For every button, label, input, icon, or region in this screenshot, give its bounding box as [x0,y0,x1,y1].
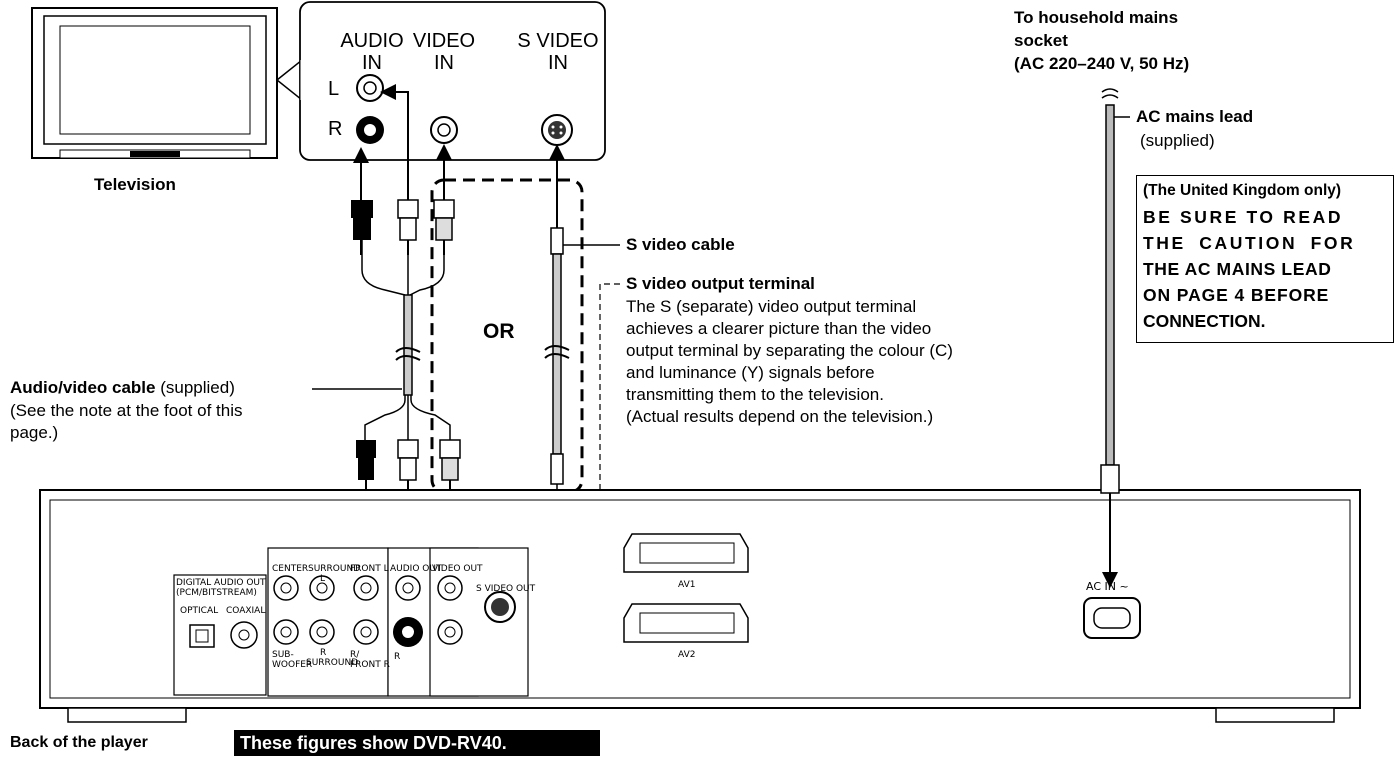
av-cable [361,240,451,440]
scart-av2 [623,603,749,643]
audio-out-label: AUDIO OUT [390,564,442,574]
television-label: Television [94,175,176,194]
caution-line: ON PAGE 4 BEFORE [1143,285,1330,305]
surround-r-letter: R [320,648,327,658]
svideo-cable-label: S video cable [626,235,735,254]
mains-socket-label: To household mains socket (AC 220–240 V,… [1014,8,1190,73]
center-label: CENTER [272,564,309,574]
ac-lead-note: (supplied) [1140,131,1215,150]
front-r-label: R/ FRONT R [350,650,390,670]
s-video-out-label: S VIDEO OUT [476,584,536,594]
tv-right-label: R [328,118,343,140]
model-banner: These figures show DVD-RV40. [234,730,600,756]
tv-left-label: L [328,78,340,100]
audio-r-label: R [394,652,401,662]
or-label: OR [483,320,515,343]
caution-line: THE CAUTION FOR [1143,233,1356,253]
player-back-panel [39,489,1361,723]
lower-plugs [356,439,461,481]
caution-line: BE SURE TO READ [1143,207,1344,227]
television-illustration [31,7,303,159]
upper-plugs [351,199,564,255]
av-cable-label: Audio/video cable (supplied) [10,378,235,397]
av2-label: AV2 [678,650,696,660]
surround-l-letter: L [320,574,326,584]
caution-line: CONNECTION. [1143,311,1266,331]
av-cable-note: (See the note at the foot of this page.) [10,401,243,442]
svideo-terminal-description: The S (separate) video output terminal a… [626,297,953,426]
ac-lead-label: AC mains lead [1136,107,1254,126]
subwoofer-label: SUB- WOOFER [272,650,313,670]
ac-in-label: AC IN ~ [1086,580,1129,593]
scart-av1 [623,533,749,573]
player-back-label: Back of the player [10,734,148,751]
caution-line: (The United Kingdom only) [1143,182,1342,199]
ac-mains-lead [1100,88,1130,588]
video-out-label: VIDEO OUT [432,564,483,574]
surround-l-label: SURROUND [308,564,361,574]
caution-box: (The United Kingdom only) BE SURE TO REA… [1136,175,1394,343]
caution-line: THE AC MAINS LEAD [1143,259,1332,279]
surround-r-label: SURROUND [306,658,359,668]
optical-label: OPTICAL [180,606,219,616]
svideo-terminal-title: S video output terminal [626,274,815,293]
tv-jack-panel [299,1,606,161]
front-l-label: FRONT L [350,564,389,574]
coaxial-label: COAXIAL [226,606,266,616]
av1-label: AV1 [678,580,696,590]
digital-audio-out-label: DIGITAL AUDIO OUT (PCM/BITSTREAM) [176,578,266,598]
